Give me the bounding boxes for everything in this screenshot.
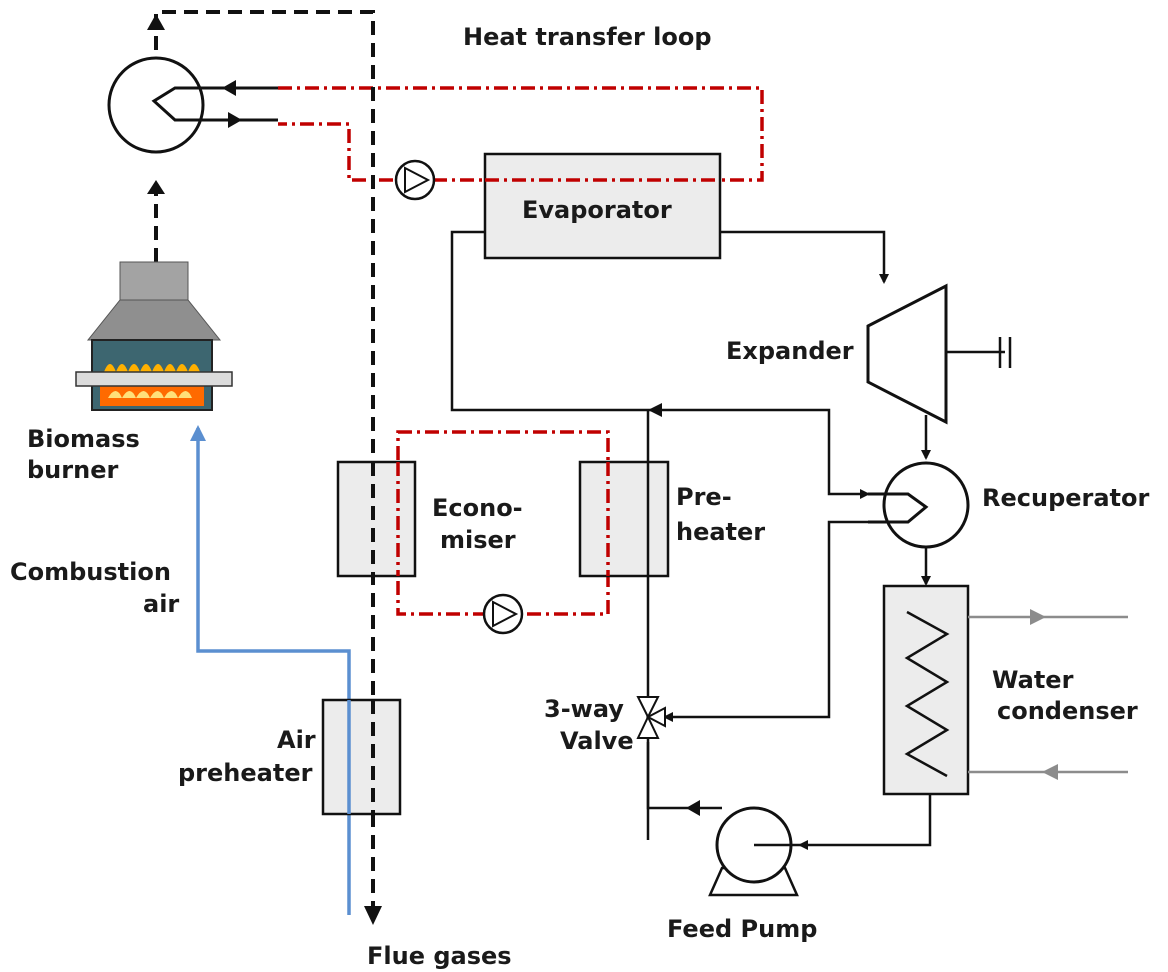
valve-label: Valve [560,727,634,755]
flue-gases-label: Flue gases [367,942,512,970]
heat-transfer-loop [278,86,764,182]
air-preheater-label-2: preheater [178,759,313,787]
loop-pump-icon [394,159,436,201]
flue-gas-arrow-icon [364,906,382,925]
cooling-water-lines [968,615,1128,774]
feed-pump-out-arrow-icon [686,800,700,816]
burner-icon [75,261,233,411]
three-way-valve-icon [636,696,666,739]
air-preheater [321,698,402,816]
burner-label: burner [27,456,118,484]
expander-label: Expander [726,337,854,365]
combustion-air-line [190,425,351,915]
condenser-label: condenser [997,697,1138,725]
preheater-top-arrow-icon [648,403,662,417]
miser-label: miser [440,526,516,554]
econo-label: Econo- [432,494,523,522]
evaporator-label: Evaporator [522,196,672,224]
feed-pump-icon [708,806,800,897]
evaporator [483,152,722,260]
economiser [336,460,417,578]
economiser-pump-icon [482,593,524,635]
cooling-out-arrow-icon [1042,764,1058,780]
preheater-economiser-loop [396,430,610,616]
air-label: air [143,590,179,618]
flue-gas-mid-arrow-icon [147,180,165,194]
biomass-label: Biomass [27,425,140,453]
recuperator-icon [868,461,970,549]
flue-gas-up-arrow-icon [147,14,165,30]
expander-turbine-icon [866,283,948,425]
feed-pump-label: Feed Pump [667,915,817,943]
cooling-in-arrow-icon [1030,609,1046,625]
hx-burner-loop [107,56,278,154]
heat-transfer-loop-label: Heat transfer loop [463,23,712,51]
water-condenser [882,584,970,796]
recuperator-label: Recuperator [982,484,1150,512]
heater-label: heater [676,518,765,546]
water-label: Water [992,666,1074,694]
condenser-coil-icon [904,610,950,778]
combustion-label: Combustion [10,558,171,586]
three-way-label: 3-way [544,695,624,723]
pre-label: Pre- [676,483,732,511]
preheater [578,460,670,578]
air-preheater-label-1: Air [277,726,316,754]
